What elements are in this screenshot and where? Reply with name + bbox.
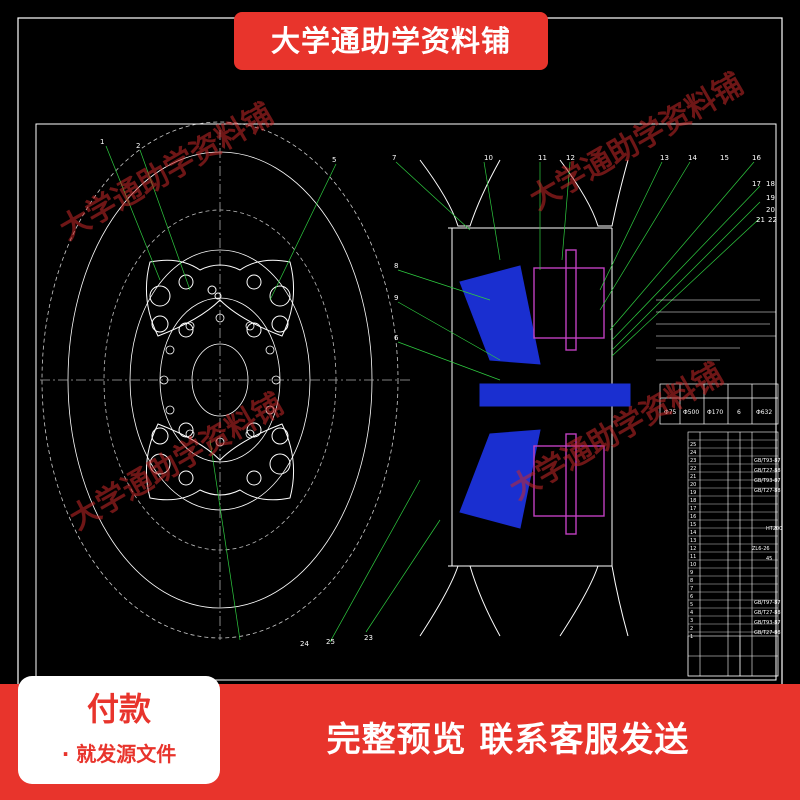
bom-rows: 2524232221201918171615141312111098765432… (688, 439, 778, 640)
bom-row-number: 24 (690, 450, 696, 456)
bom-std: GB/T27-88 (754, 610, 781, 616)
bom-row-number: 16 (690, 514, 696, 520)
part-label: 23 (364, 634, 373, 642)
bom-row-number: 5 (690, 602, 693, 608)
part-label: 15 (720, 154, 729, 162)
disc-front-view (40, 121, 410, 640)
caliper-section-magenta (533, 249, 605, 535)
bom-misc: HT200 (766, 526, 782, 532)
bom-std: GB/T93-87 (754, 458, 781, 464)
bom-row-number: 19 (690, 490, 696, 496)
bom-row-number: 15 (690, 522, 696, 528)
spec-cell: Φ632 (756, 409, 772, 416)
part-label: 2 (136, 142, 140, 150)
part-label: 9 (394, 294, 398, 302)
bom-row-number: 6 (690, 594, 693, 600)
bom-row-number: 10 (690, 562, 696, 568)
part-label: 16 (752, 154, 761, 162)
part-label: 20 (766, 206, 775, 214)
part-label: 12 (566, 154, 575, 162)
bom-row-number: 18 (690, 498, 696, 504)
drawing-inner-frame (35, 123, 777, 681)
part-label: 17 (752, 180, 761, 188)
bom-misc: 45 (766, 556, 772, 562)
part-label: 7 (392, 154, 396, 162)
technical-notes (656, 299, 776, 361)
bom-row-number: 13 (690, 538, 696, 544)
part-label: 24 (300, 640, 309, 648)
bom-row-number: 8 (690, 578, 693, 584)
bom-row-number: 22 (690, 466, 696, 472)
bom-row-number: 25 (690, 442, 696, 448)
contact-text: 完整预览 联系客服发送 (326, 720, 690, 760)
bom-row-number: 1 (690, 634, 693, 640)
bom-std: GB/T27-88 (754, 488, 781, 494)
part-label: 10 (484, 154, 493, 162)
bom-row-number: 11 (690, 554, 696, 560)
part-label: 1 (100, 138, 104, 146)
spec-cell: 6 (737, 409, 741, 416)
bom-row-number: 17 (690, 506, 696, 512)
bom-row-number: 23 (690, 458, 696, 464)
part-label: 11 (538, 154, 547, 162)
spec-table (659, 383, 779, 425)
bom-row-number: 2 (690, 626, 693, 632)
bom-row-number: 9 (690, 570, 693, 576)
part-label: 19 (766, 194, 775, 202)
part-label: 18 (766, 180, 775, 188)
leader-lines-right (395, 161, 761, 381)
bom-row-number: 14 (690, 530, 696, 536)
leader-lines-left (105, 145, 441, 643)
part-number-labels-left: 1 2 5 24 25 23 (100, 138, 373, 648)
part-label: 21 (756, 216, 765, 224)
bom-row-number: 20 (690, 482, 696, 488)
pay-title: 付款 (86, 690, 151, 728)
part-label: 14 (688, 154, 697, 162)
title-block (687, 635, 779, 677)
drawing-frame (17, 17, 783, 687)
bom-std: GB/T27-88 (754, 630, 781, 636)
spec-cell: Φ75 (664, 409, 677, 416)
bom-misc: ZL6-26 (752, 546, 770, 552)
bom-std: GB/T97-87 (754, 600, 781, 606)
part-number-labels-right: 7 10 11 12 13 14 15 16 17 18 19 20 21 22… (392, 154, 777, 342)
part-label: 5 (332, 156, 336, 164)
caliper-top (145, 259, 295, 338)
pay-button[interactable]: 付款 · 就发源文件 (18, 676, 220, 784)
bom-std: GB/T93-87 (754, 478, 781, 484)
bom-std: GB/T27-88 (754, 468, 781, 474)
part-label: 13 (660, 154, 669, 162)
hub-blue (459, 265, 631, 529)
bom-row-number: 7 (690, 586, 693, 592)
spec-cell: Φ170 (707, 409, 723, 416)
shop-name-banner: 大学通助学资料铺 (234, 12, 548, 70)
bom-row-number: 12 (690, 546, 696, 552)
part-label: 25 (326, 638, 335, 646)
part-label: 6 (394, 334, 399, 342)
bom-row-number: 4 (690, 610, 693, 616)
pay-subtitle: · 就发源文件 (61, 742, 177, 766)
spec-cell: Φ500 (683, 409, 699, 416)
bom-row-number: 21 (690, 474, 696, 480)
bom-row-number: 3 (690, 618, 693, 624)
bom-labels: GB/T93-87 GB/T27-88 GB/T93-87 GB/T27-88 … (752, 458, 782, 636)
spec-values: Φ75 Φ500 Φ170 6 Φ632 (664, 409, 772, 416)
part-label: 22 (768, 216, 777, 224)
caliper-bottom (145, 422, 295, 501)
part-label: 8 (394, 262, 398, 270)
bom-std: GB/T93-87 (754, 620, 781, 626)
